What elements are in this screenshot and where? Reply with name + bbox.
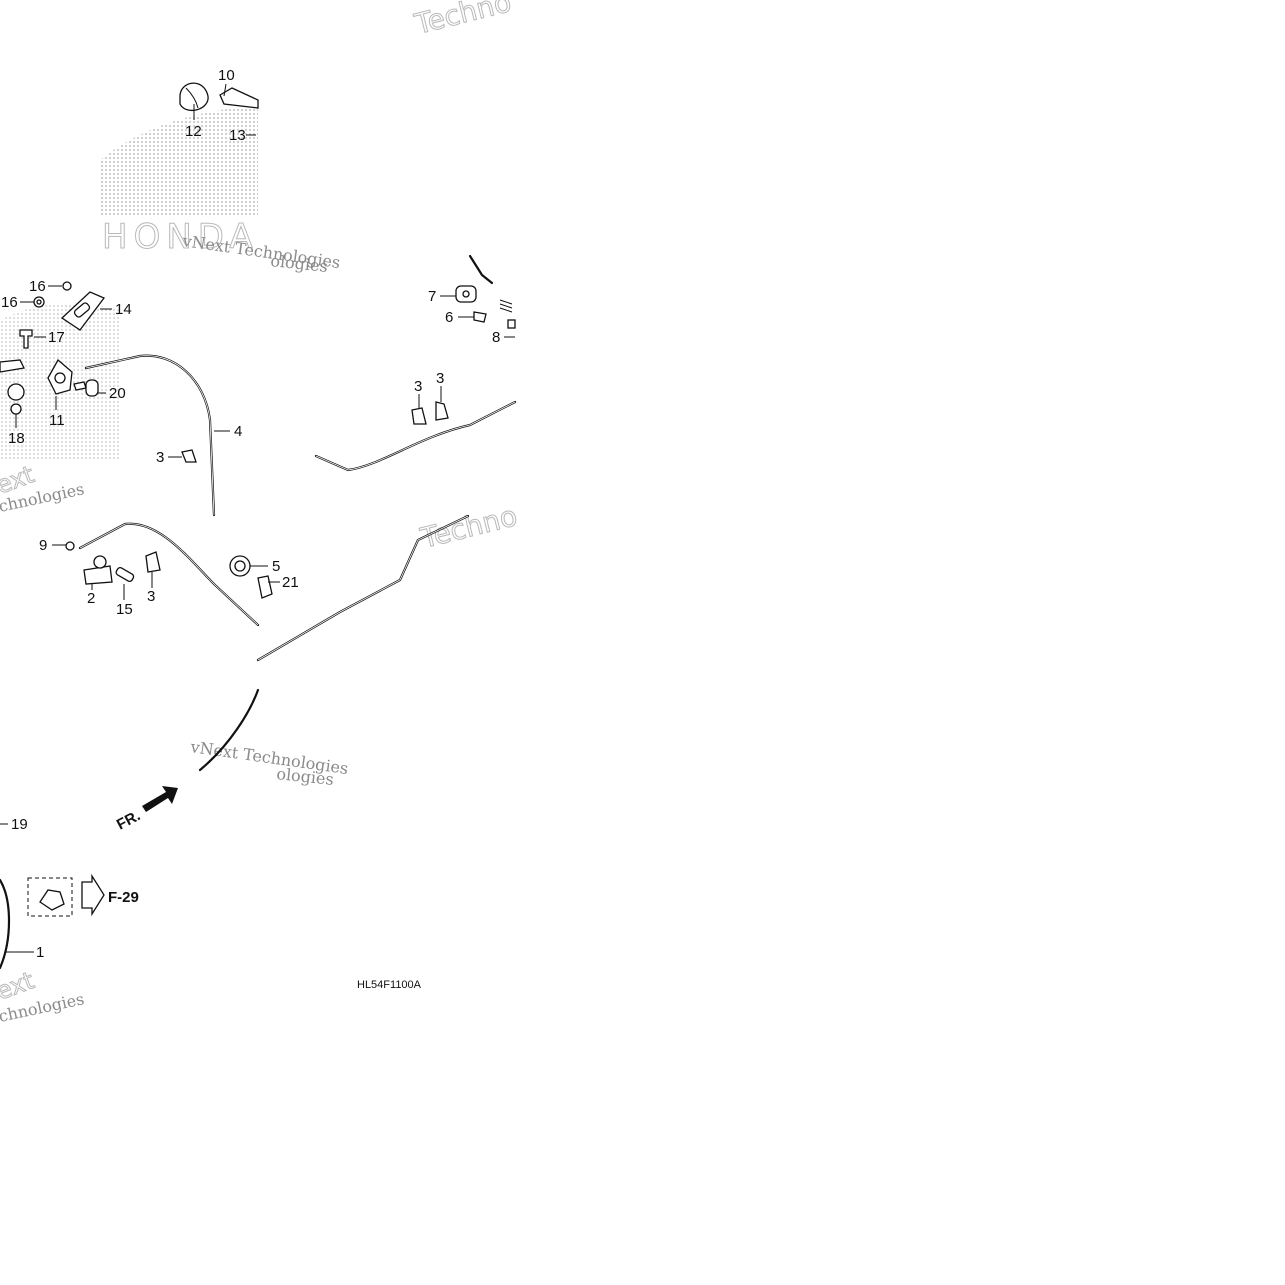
clamp-9 — [65, 541, 75, 551]
callout-12: 12 — [185, 123, 202, 140]
bolt-17 — [19, 329, 33, 349]
clip-6 — [473, 311, 487, 323]
callout-15: 15 — [116, 601, 133, 618]
vendor-watermark-3: Techno — [411, 0, 515, 41]
callout-18: 18 — [8, 430, 25, 447]
drawing-code: HL54F1100A — [357, 979, 422, 991]
callout-13: 13 — [229, 127, 246, 144]
callout-numbers: 1 2 3 3 3 3 4 5 6 7 8 9 10 11 12 13 14 1… — [1, 67, 500, 961]
vendor-watermark-4: Techno — [417, 499, 521, 555]
callout-20: 20 — [109, 385, 126, 402]
callout-16: 16 — [1, 294, 18, 311]
cable-top-right — [468, 254, 494, 285]
callout-1: 1 — [36, 944, 44, 961]
front-indicator: FR. — [114, 807, 143, 833]
gear-part — [0, 359, 25, 401]
nut-18 — [10, 403, 22, 415]
spring-8 — [499, 299, 516, 329]
bolt-16a — [62, 281, 72, 291]
callout-6: 6 — [445, 309, 453, 326]
knob-12 — [179, 82, 209, 112]
brand-outline-watermark: HONDA — [102, 217, 259, 257]
callout-3: 3 — [414, 378, 422, 395]
cable-middle — [78, 522, 260, 627]
callout-10: 10 — [218, 67, 235, 84]
callout-11: 11 — [49, 412, 65, 429]
callout-3: 3 — [147, 588, 155, 605]
callout-8: 8 — [492, 329, 500, 346]
callout-19: 19 — [11, 816, 28, 833]
grommet-7 — [455, 285, 477, 303]
reference-box — [27, 877, 73, 917]
bolt-16b — [33, 296, 45, 308]
reference-page-label: F-29 — [108, 889, 139, 906]
callout-14: 14 — [115, 301, 132, 318]
callout-4: 4 — [234, 423, 242, 440]
bracket-2 — [83, 555, 113, 585]
callout-17: 17 — [48, 329, 65, 346]
pin-15 — [115, 566, 135, 583]
clamp-5 — [229, 555, 251, 577]
cable-long-lower — [256, 514, 470, 662]
lever-10 — [219, 87, 259, 109]
connector-21 — [257, 575, 273, 599]
reference-arrow-icon — [81, 873, 105, 917]
cable-1 — [0, 878, 11, 970]
clip-3b — [411, 407, 427, 425]
callout-21: 21 — [282, 574, 299, 591]
clip-3a — [181, 449, 197, 463]
cable-4 — [84, 354, 216, 517]
cable-lower-arc — [198, 688, 260, 772]
callout-9: 9 — [39, 537, 47, 554]
callout-3: 3 — [156, 449, 164, 466]
callout-16: 16 — [29, 278, 46, 295]
callout-3: 3 — [436, 370, 444, 387]
leader-lines — [0, 83, 515, 953]
cable-upper-right — [314, 400, 517, 472]
callout-2: 2 — [87, 590, 95, 607]
switch-20 — [73, 379, 99, 397]
front-arrow-icon — [142, 786, 178, 812]
clip-3d — [145, 551, 161, 573]
callout-7: 7 — [428, 288, 436, 305]
callout-5: 5 — [272, 558, 280, 575]
clip-3c — [435, 401, 449, 421]
holder-11 — [47, 358, 73, 395]
bracket-14 — [60, 291, 106, 331]
